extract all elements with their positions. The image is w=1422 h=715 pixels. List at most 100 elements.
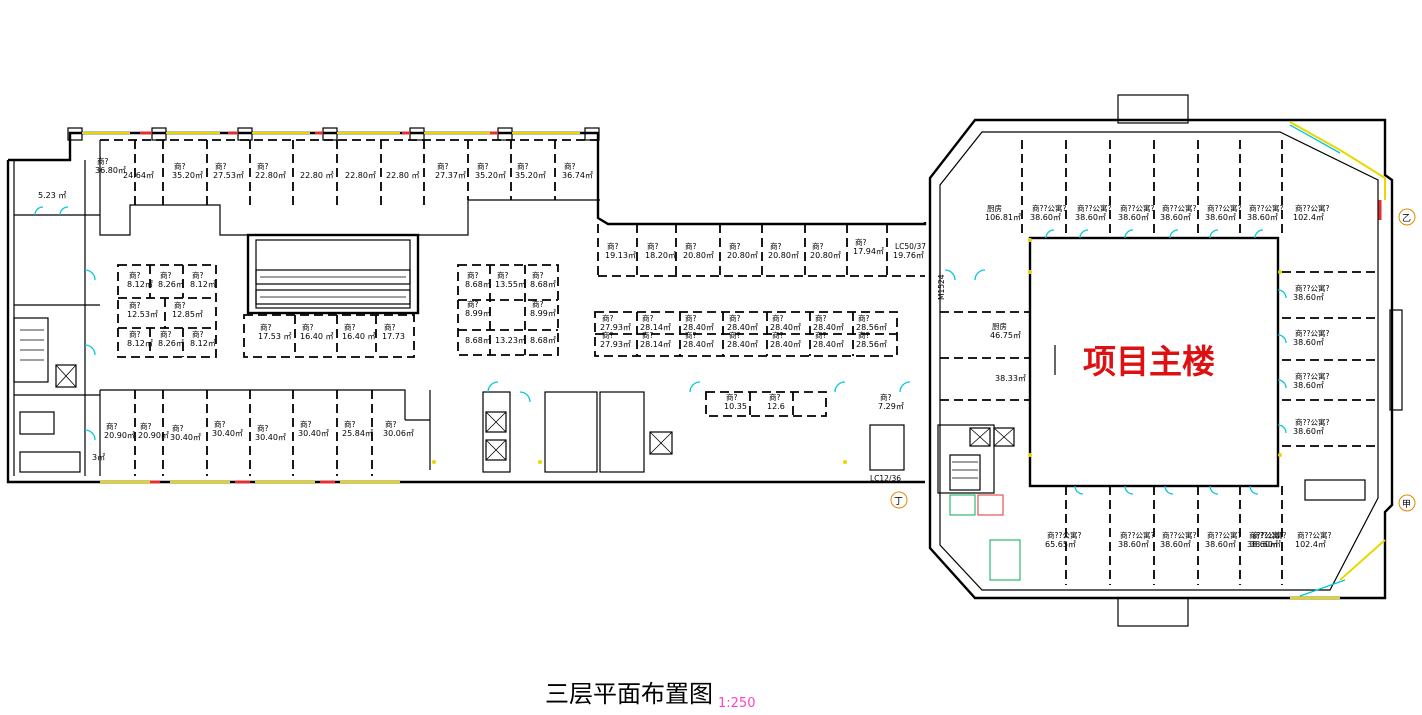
room-area: 8.26㎡ xyxy=(158,280,184,289)
room-label: 商? xyxy=(517,161,528,171)
axis-marker-ding xyxy=(890,491,908,509)
room-area: 38.60㎡ xyxy=(1247,540,1278,549)
room-area: 38.60㎡ xyxy=(1118,540,1149,549)
room-label: 商??公寓? xyxy=(1047,530,1081,540)
room-label: 商? xyxy=(532,270,543,280)
room-area: 20.90㎡ xyxy=(104,431,135,440)
room-label: 商? xyxy=(215,161,226,171)
room-area: 12.85㎡ xyxy=(172,310,203,319)
room-area: 38.60㎡ xyxy=(1075,213,1106,222)
room-area: 28.56㎡ xyxy=(856,323,887,332)
room-label: 商??公寓? xyxy=(1295,417,1329,427)
room-area: 38.60㎡ xyxy=(1293,338,1324,347)
room-area: 35.20㎡ xyxy=(475,171,506,180)
room-label: 商? xyxy=(129,300,140,310)
room-area: 27.53㎡ xyxy=(213,171,244,180)
room-area: 35.20㎡ xyxy=(515,171,546,180)
room-area: 19.13㎡ xyxy=(605,251,636,260)
room-label: 商? xyxy=(172,423,183,433)
west-top-partitions xyxy=(100,139,598,205)
room-area: 36.74㎡ xyxy=(562,171,593,180)
room-label: 商? xyxy=(437,161,448,171)
room-area: 38.33㎡ xyxy=(995,374,1026,383)
room-label: 商? xyxy=(769,392,780,402)
room-label: 商? xyxy=(257,423,268,433)
room-area: 17.73 xyxy=(382,332,405,341)
room-label: 商? xyxy=(384,322,395,332)
room-area: 20.80㎡ xyxy=(683,251,714,260)
room-label: 商??公寓? xyxy=(1032,203,1066,213)
room-label: 商? xyxy=(300,419,311,429)
room-label: 厨房 xyxy=(992,321,1007,331)
tag-m1524: M1524 xyxy=(937,274,946,300)
room-label: 商? xyxy=(815,330,826,340)
facade-windows xyxy=(82,131,580,484)
room-label: 商? xyxy=(174,300,185,310)
room-area: 38.60㎡ xyxy=(1247,213,1278,222)
room-area: 12.53㎡ xyxy=(127,310,158,319)
room-label: 商? xyxy=(214,419,225,429)
room-area: 13.23㎡ xyxy=(495,336,526,345)
room-area: 28.40㎡ xyxy=(683,323,714,332)
room-label: 商??公寓? xyxy=(1249,203,1283,213)
drawing-title: 三层平面布置图 xyxy=(545,680,713,708)
room-label: 商? xyxy=(129,270,140,280)
room-area: 38.60㎡ xyxy=(1293,427,1324,436)
room-label: 商? xyxy=(772,330,783,340)
room-area: 17.94㎡ xyxy=(853,247,884,256)
room-label: 商? xyxy=(729,241,740,251)
room-area: 8.12㎡ xyxy=(127,280,153,289)
room-area: 30.06㎡ xyxy=(383,429,414,438)
room-label: 商? xyxy=(467,270,478,280)
room-area: 28.40㎡ xyxy=(813,340,844,349)
room-area: 8.12㎡ xyxy=(127,339,153,348)
room-label: 商??公寓? xyxy=(1295,283,1329,293)
room-area: 28.40㎡ xyxy=(727,340,758,349)
room-label: LC50/37 xyxy=(895,242,926,251)
room-area: 28.56㎡ xyxy=(856,340,887,349)
room-label: 商? xyxy=(160,329,171,339)
room-label: 商? xyxy=(532,299,543,309)
room-label: 商? xyxy=(855,237,866,247)
room-area: 22.80㎡ xyxy=(255,171,286,180)
room-label: 商??公寓? xyxy=(1252,530,1286,540)
room-label: 商? xyxy=(97,156,108,166)
axis-marker-yi xyxy=(1398,208,1416,226)
room-label: 商? xyxy=(770,241,781,251)
room-label: 商? xyxy=(812,241,823,251)
room-area: 8.26㎡ xyxy=(158,339,184,348)
room-label: 商??公寓? xyxy=(1297,530,1331,540)
room-label: 商??公寓? xyxy=(1120,203,1154,213)
room-area: 12.6 xyxy=(767,402,785,411)
room-label: 商? xyxy=(302,322,313,332)
room-label: 商? xyxy=(192,270,203,280)
axis-markers: 乙 甲 丁 xyxy=(890,208,1416,512)
room-area: 8.99㎡ xyxy=(530,309,556,318)
room-label: 商? xyxy=(647,241,658,251)
axis-marker-jia xyxy=(1398,494,1416,512)
room-label: 商??公寓? xyxy=(1162,530,1196,540)
room-label: 商??公寓? xyxy=(1207,530,1241,540)
room-area: 38.60㎡ xyxy=(1205,540,1236,549)
room-label: 商??公寓? xyxy=(1295,328,1329,338)
room-label: 商? xyxy=(726,392,737,402)
room-label: 商? xyxy=(344,419,355,429)
markers xyxy=(432,238,1282,464)
room-area: 16.40 ㎡ xyxy=(300,332,333,341)
room-area: 20.80㎡ xyxy=(810,251,841,260)
room-label: 商??公寓? xyxy=(1295,371,1329,381)
room-area: 102.4㎡ xyxy=(1293,213,1324,222)
room-area: 102.4㎡ xyxy=(1295,540,1326,549)
tag-lc12: LC12/36 xyxy=(870,474,901,483)
axis-marker-yi-label: 乙 xyxy=(1402,213,1411,224)
room-label: 商? xyxy=(160,270,171,280)
room-area: 27.93㎡ xyxy=(600,340,631,349)
room-label: 商? xyxy=(260,322,271,332)
room-label: 商? xyxy=(477,161,488,171)
west-island-blocks xyxy=(117,233,898,358)
room-label: 商? xyxy=(642,313,653,323)
west-stairs xyxy=(13,317,81,473)
main-building-windows xyxy=(1289,121,1386,599)
room-area: 22.80 ㎡ xyxy=(300,171,333,180)
